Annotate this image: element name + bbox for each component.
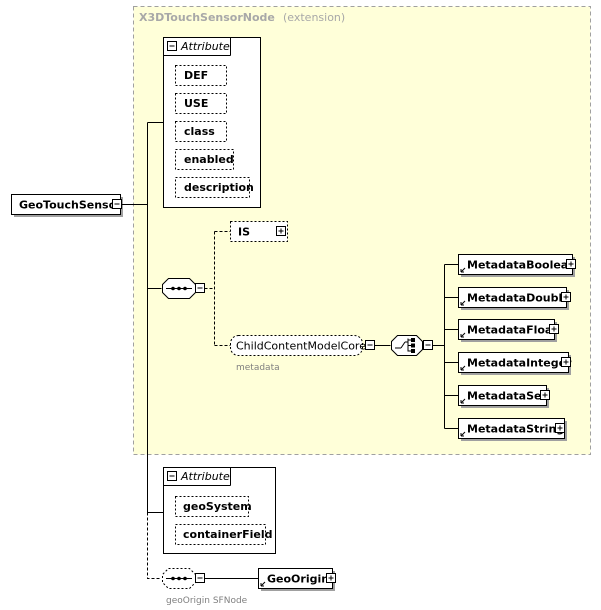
expand-icon[interactable] [566,259,576,269]
svg-text:MetadataInteger: MetadataInteger [467,357,572,370]
extension-title: X3DTouchSensorNode (extension) [139,6,345,25]
metadata-node-float[interactable]: MetadataFloat [458,319,559,343]
svg-text:MetadataBoolean: MetadataBoolean [467,259,576,272]
svg-text:MetadataSet: MetadataSet [467,390,547,403]
attribute-geosystem[interactable]: geoSystem [175,496,252,517]
svg-text:description: description [184,181,254,194]
collapse-icon[interactable] [195,573,205,583]
sequence-compositor[interactable] [162,278,205,299]
collapse-icon[interactable] [195,283,205,293]
metadata-node-boolean[interactable]: MetadataBoolean [458,254,577,278]
root-element[interactable]: GeoTouchSensor [11,194,124,218]
attribute-group-bottom: Attribute geoSystem containerField [163,467,276,554]
metadata-node-integer[interactable]: MetadataInteger [458,352,573,376]
expand-icon[interactable] [561,357,571,367]
svg-text:DEF: DEF [184,69,208,82]
attribute-enabled[interactable]: enabled [175,149,234,170]
collapse-icon[interactable] [167,41,177,51]
choice-compositor[interactable] [391,335,433,356]
metadata-node-set[interactable]: MetadataSet [458,385,550,409]
collapse-icon[interactable] [167,471,177,481]
child-content-caption: metadata [236,363,280,373]
is-element-label: IS [238,226,250,239]
expand-icon[interactable] [561,292,571,302]
svg-text:class: class [184,125,215,138]
sequence-connectors [204,231,231,346]
sequence-compositor-bottom[interactable] [162,568,205,589]
root-connectors [121,122,164,579]
attribute-description[interactable]: description [175,177,254,198]
child-content-label: ChildContentModelCore [236,340,366,353]
geo-origin-element[interactable]: GeoOrigin [258,568,336,592]
svg-text:MetadataFloat: MetadataFloat [467,324,558,337]
attribute-def[interactable]: DEF [175,65,227,86]
svg-text:containerField: containerField [183,528,272,541]
attribute-group-top: Attribute DEF USE class enabled descript… [163,37,261,208]
geo-origin-label: GeoOrigin [267,573,329,586]
metadata-node-double[interactable]: MetadataDouble [458,287,571,311]
attribute-containerfield[interactable]: containerField [175,524,273,545]
svg-text:MetadataString: MetadataString [467,423,564,436]
attribute-header: Attribute [180,40,230,53]
expand-icon[interactable] [555,423,565,433]
svg-text:MetadataDouble: MetadataDouble [467,292,570,305]
attribute-header: Attribute [180,470,230,483]
expand-icon[interactable] [276,226,286,236]
root-element-label: GeoTouchSensor [19,199,122,212]
svg-text:enabled: enabled [184,153,234,166]
attribute-use[interactable]: USE [175,93,227,114]
expand-icon[interactable] [540,390,550,400]
collapse-icon[interactable] [112,199,122,209]
attribute-class[interactable]: class [175,121,227,142]
metadata-node-string[interactable]: MetadataString [458,418,568,442]
child-content-group[interactable]: ChildContentModelCore metadata [230,335,375,374]
expand-icon[interactable] [549,324,559,334]
geo-origin-caption: geoOrigin SFNode [166,596,248,606]
is-element[interactable]: IS [230,221,288,242]
choice-connectors [432,264,459,429]
collapse-icon[interactable] [365,340,375,350]
expand-icon[interactable] [326,573,336,583]
svg-text:geoSystem: geoSystem [183,500,252,513]
svg-text:USE: USE [184,97,208,110]
collapse-icon[interactable] [423,340,433,350]
